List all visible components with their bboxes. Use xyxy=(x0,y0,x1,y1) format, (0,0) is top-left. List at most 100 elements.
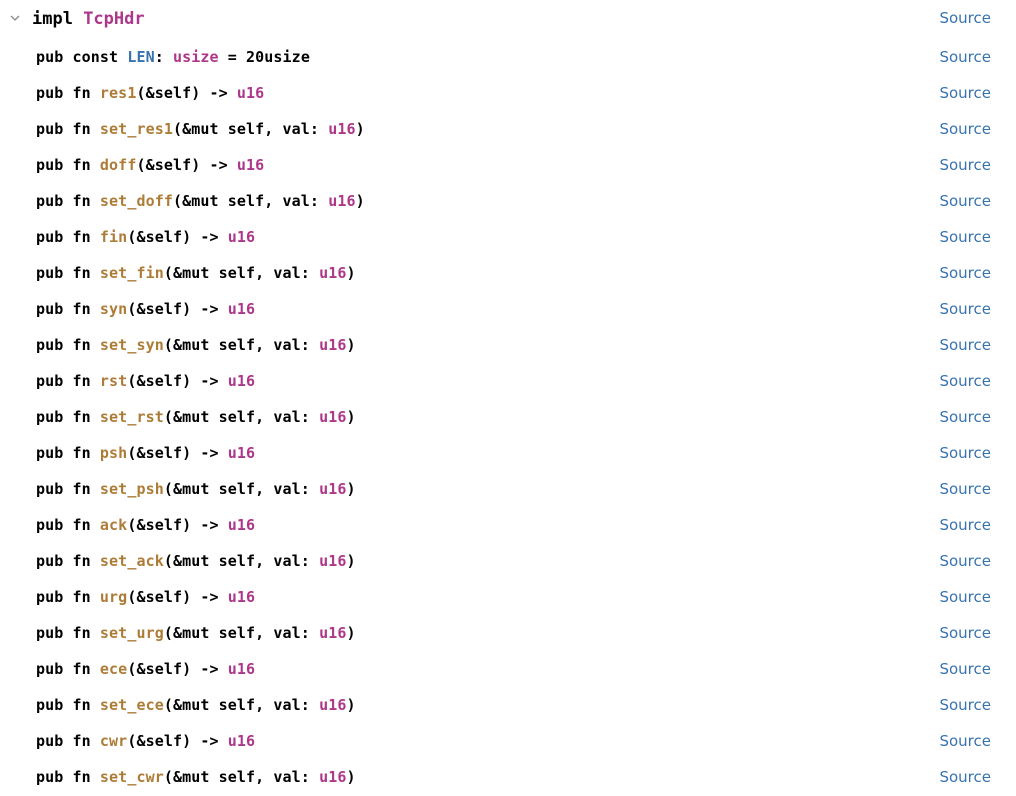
source-link[interactable]: Source xyxy=(939,768,991,786)
item-signature: pub fn set_urg(&mut self, val: u16) xyxy=(36,624,356,642)
item-name[interactable]: rst xyxy=(99,372,128,390)
item-name[interactable]: set_urg xyxy=(99,624,164,642)
method-item: pub fn set_syn(&mut self, val: u16)Sourc… xyxy=(0,328,1016,364)
item-name[interactable]: set_syn xyxy=(99,336,164,354)
item-signature: pub fn syn(&self) -> u16 xyxy=(36,300,255,318)
item-type[interactable]: u16 xyxy=(236,156,265,174)
impl-source-link[interactable]: Source xyxy=(939,9,991,27)
source-link[interactable]: Source xyxy=(939,588,991,606)
method-item: pub fn set_urg(&mut self, val: u16) Sourc… xyxy=(0,616,1016,652)
item-name[interactable]: set_fin xyxy=(99,264,164,282)
source-link[interactable]: Source xyxy=(939,300,991,318)
method-item: pub fn doff(&self) -> u16 Source xyxy=(0,148,1016,184)
item-type[interactable]: u16 xyxy=(319,480,347,498)
item-type[interactable]: u16 xyxy=(328,192,356,210)
item-type[interactable]: u16 xyxy=(319,696,347,714)
impl-type-name[interactable]: TcpHdr xyxy=(83,9,145,29)
item-params: (&self) -> xyxy=(127,300,228,318)
item-type[interactable]: u16 xyxy=(227,372,256,390)
item-prefix: pub fn xyxy=(36,408,100,426)
item-type[interactable]: u16 xyxy=(227,228,256,246)
item-name[interactable]: set_rst xyxy=(99,408,164,426)
item-signature: pub fn set_res1(&mut self, val: u16) xyxy=(36,120,365,138)
item-prefix: pub fn xyxy=(36,120,100,138)
chevron-down-icon[interactable] xyxy=(9,12,21,24)
item-params: (&self) -> xyxy=(127,732,228,750)
item-type[interactable]: u16 xyxy=(319,408,347,426)
item-prefix: pub fn xyxy=(36,480,100,498)
item-params: (&mut self, val: xyxy=(163,624,320,642)
source-link[interactable]: Source xyxy=(939,228,991,246)
item-signature: pub fn set_doff(&mut self, val: u16) xyxy=(36,192,365,210)
method-item: pub fn ack(&self) -> u16 Source xyxy=(0,508,1016,544)
source-link[interactable]: Source xyxy=(939,732,991,750)
item-type[interactable]: u16 xyxy=(227,444,256,462)
item-name[interactable]: ece xyxy=(99,660,128,678)
item-type[interactable]: u16 xyxy=(319,624,347,642)
item-signature: pub fn ack(&self) -> u16 xyxy=(36,516,255,534)
item-name[interactable]: cwr xyxy=(99,732,128,750)
item-name[interactable]: set_res1 xyxy=(99,120,173,138)
item-prefix: pub fn xyxy=(36,192,100,210)
item-signature: pub fn set_psh(&mut self, val: u16) xyxy=(36,480,356,498)
source-link[interactable]: Source xyxy=(939,120,991,138)
item-prefix: pub fn xyxy=(36,768,100,786)
source-link[interactable]: Source xyxy=(939,372,991,390)
source-link[interactable]: Source xyxy=(939,516,991,534)
item-type[interactable]: u16 xyxy=(227,660,256,678)
source-link[interactable]: Source xyxy=(939,444,991,462)
item-type[interactable]: u16 xyxy=(319,264,347,282)
source-link[interactable]: Source xyxy=(939,480,991,498)
item-name[interactable]: res1 xyxy=(99,84,137,102)
item-prefix: pub fn xyxy=(36,624,100,642)
item-signature: pub fn ece(&self) -> u16 xyxy=(36,660,255,678)
item-name[interactable]: set_ack xyxy=(99,552,164,570)
item-name[interactable]: fin xyxy=(99,228,128,246)
method-item: pub fn set_psh(&mut self, val: u16) Sourc… xyxy=(0,472,1016,508)
item-prefix: pub fn xyxy=(36,336,100,354)
source-link[interactable]: Source xyxy=(939,696,991,714)
source-link[interactable]: Source xyxy=(939,156,991,174)
item-type[interactable]: u16 xyxy=(227,300,256,318)
item-type[interactable]: usize xyxy=(172,48,219,66)
item-suffix: ) xyxy=(355,120,365,138)
item-name[interactable]: ack xyxy=(99,516,128,534)
item-type[interactable]: u16 xyxy=(227,588,256,606)
item-signature: pub fn doff(&self) -> u16 xyxy=(36,156,264,174)
item-suffix: ) xyxy=(346,264,356,282)
item-name[interactable]: doff xyxy=(99,156,137,174)
item-name[interactable]: set_ece xyxy=(99,696,164,714)
item-params: (&self) -> xyxy=(127,588,228,606)
item-type[interactable]: u16 xyxy=(319,768,347,786)
source-link[interactable]: Source xyxy=(939,336,991,354)
method-item: pub fn ece(&self) -> u16 Source xyxy=(0,652,1016,688)
method-item: pub fn set_ece(&mut self, val: u16)Sourc… xyxy=(0,688,1016,724)
item-type[interactable]: u16 xyxy=(227,732,256,750)
source-link[interactable]: Source xyxy=(939,264,991,282)
item-name[interactable]: set_cwr xyxy=(99,768,164,786)
item-params: (&self) -> xyxy=(127,516,228,534)
source-link[interactable]: Source xyxy=(939,660,991,678)
item-type[interactable]: u16 xyxy=(227,516,256,534)
source-link[interactable]: Source xyxy=(939,408,991,426)
item-name[interactable]: urg xyxy=(99,588,128,606)
item-name[interactable]: set_psh xyxy=(99,480,164,498)
item-prefix: pub fn xyxy=(36,516,100,534)
source-link[interactable]: Source xyxy=(939,552,991,570)
item-name[interactable]: LEN xyxy=(127,48,155,66)
source-link[interactable]: Source xyxy=(939,48,991,66)
impl-signature: impl TcpHdr xyxy=(32,9,145,29)
item-suffix: = 20usize xyxy=(218,48,310,66)
item-name[interactable]: syn xyxy=(99,300,128,318)
item-name[interactable]: psh xyxy=(99,444,128,462)
item-type[interactable]: u16 xyxy=(328,120,356,138)
item-type[interactable]: u16 xyxy=(319,552,347,570)
source-link[interactable]: Source xyxy=(939,84,991,102)
item-type[interactable]: u16 xyxy=(319,336,347,354)
item-type[interactable]: u16 xyxy=(236,84,265,102)
source-link[interactable]: Source xyxy=(939,624,991,642)
item-name[interactable]: set_doff xyxy=(99,192,173,210)
source-link[interactable]: Source xyxy=(939,192,991,210)
